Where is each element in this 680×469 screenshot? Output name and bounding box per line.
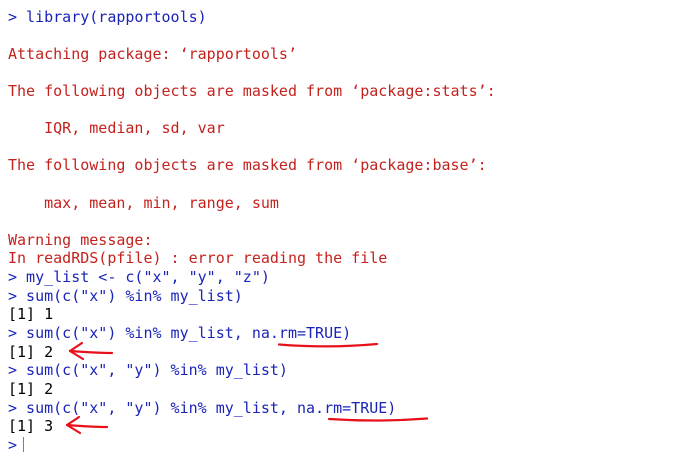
console-line-result-1: [1] 1 xyxy=(8,305,54,323)
console-line-result-2b: [1] 2 xyxy=(8,380,54,398)
console-prompt: > xyxy=(8,436,18,454)
console-line-result-2a: [1] 2 xyxy=(8,343,54,361)
console-line-library-command: > library(rapportools) xyxy=(8,8,207,26)
console-line-masked-stats-list: IQR, median, sd, var xyxy=(8,119,225,137)
console-line-masked-base: The following objects are masked from ‘p… xyxy=(8,156,487,174)
console-line-sum-xy: > sum(c("x", "y") %in% my_list) xyxy=(8,361,288,379)
console-line-sum-x: > sum(c("x") %in% my_list) xyxy=(8,287,243,305)
underline-na-rm-first xyxy=(277,342,379,348)
text-cursor xyxy=(23,437,25,452)
console-input-line[interactable]: > xyxy=(8,436,25,455)
console-line-sum-x-narm: > sum(c("x") %in% my_list, na.rm=TRUE) xyxy=(8,324,352,342)
arrow-icon-result-3 xyxy=(65,415,109,435)
console-line-attaching-package: Attaching package: ‘rapportools’ xyxy=(8,45,297,63)
console-line-warning-header: Warning message: xyxy=(8,231,153,249)
console-line-sum-xy-narm: > sum(c("x", "y") %in% my_list, na.rm=TR… xyxy=(8,399,397,417)
console-line-masked-base-list: max, mean, min, range, sum xyxy=(8,194,279,212)
console-line-masked-stats: The following objects are masked from ‘p… xyxy=(8,82,496,100)
console-line-my-list-assign: > my_list <- c("x", "y", "z") xyxy=(8,268,270,286)
console-line-warning-detail: In readRDS(pfile) : error reading the fi… xyxy=(8,249,388,267)
arrow-icon-result-2 xyxy=(68,341,114,361)
underline-na-rm-second xyxy=(327,417,429,422)
console-line-result-3: [1] 3 xyxy=(8,417,54,435)
